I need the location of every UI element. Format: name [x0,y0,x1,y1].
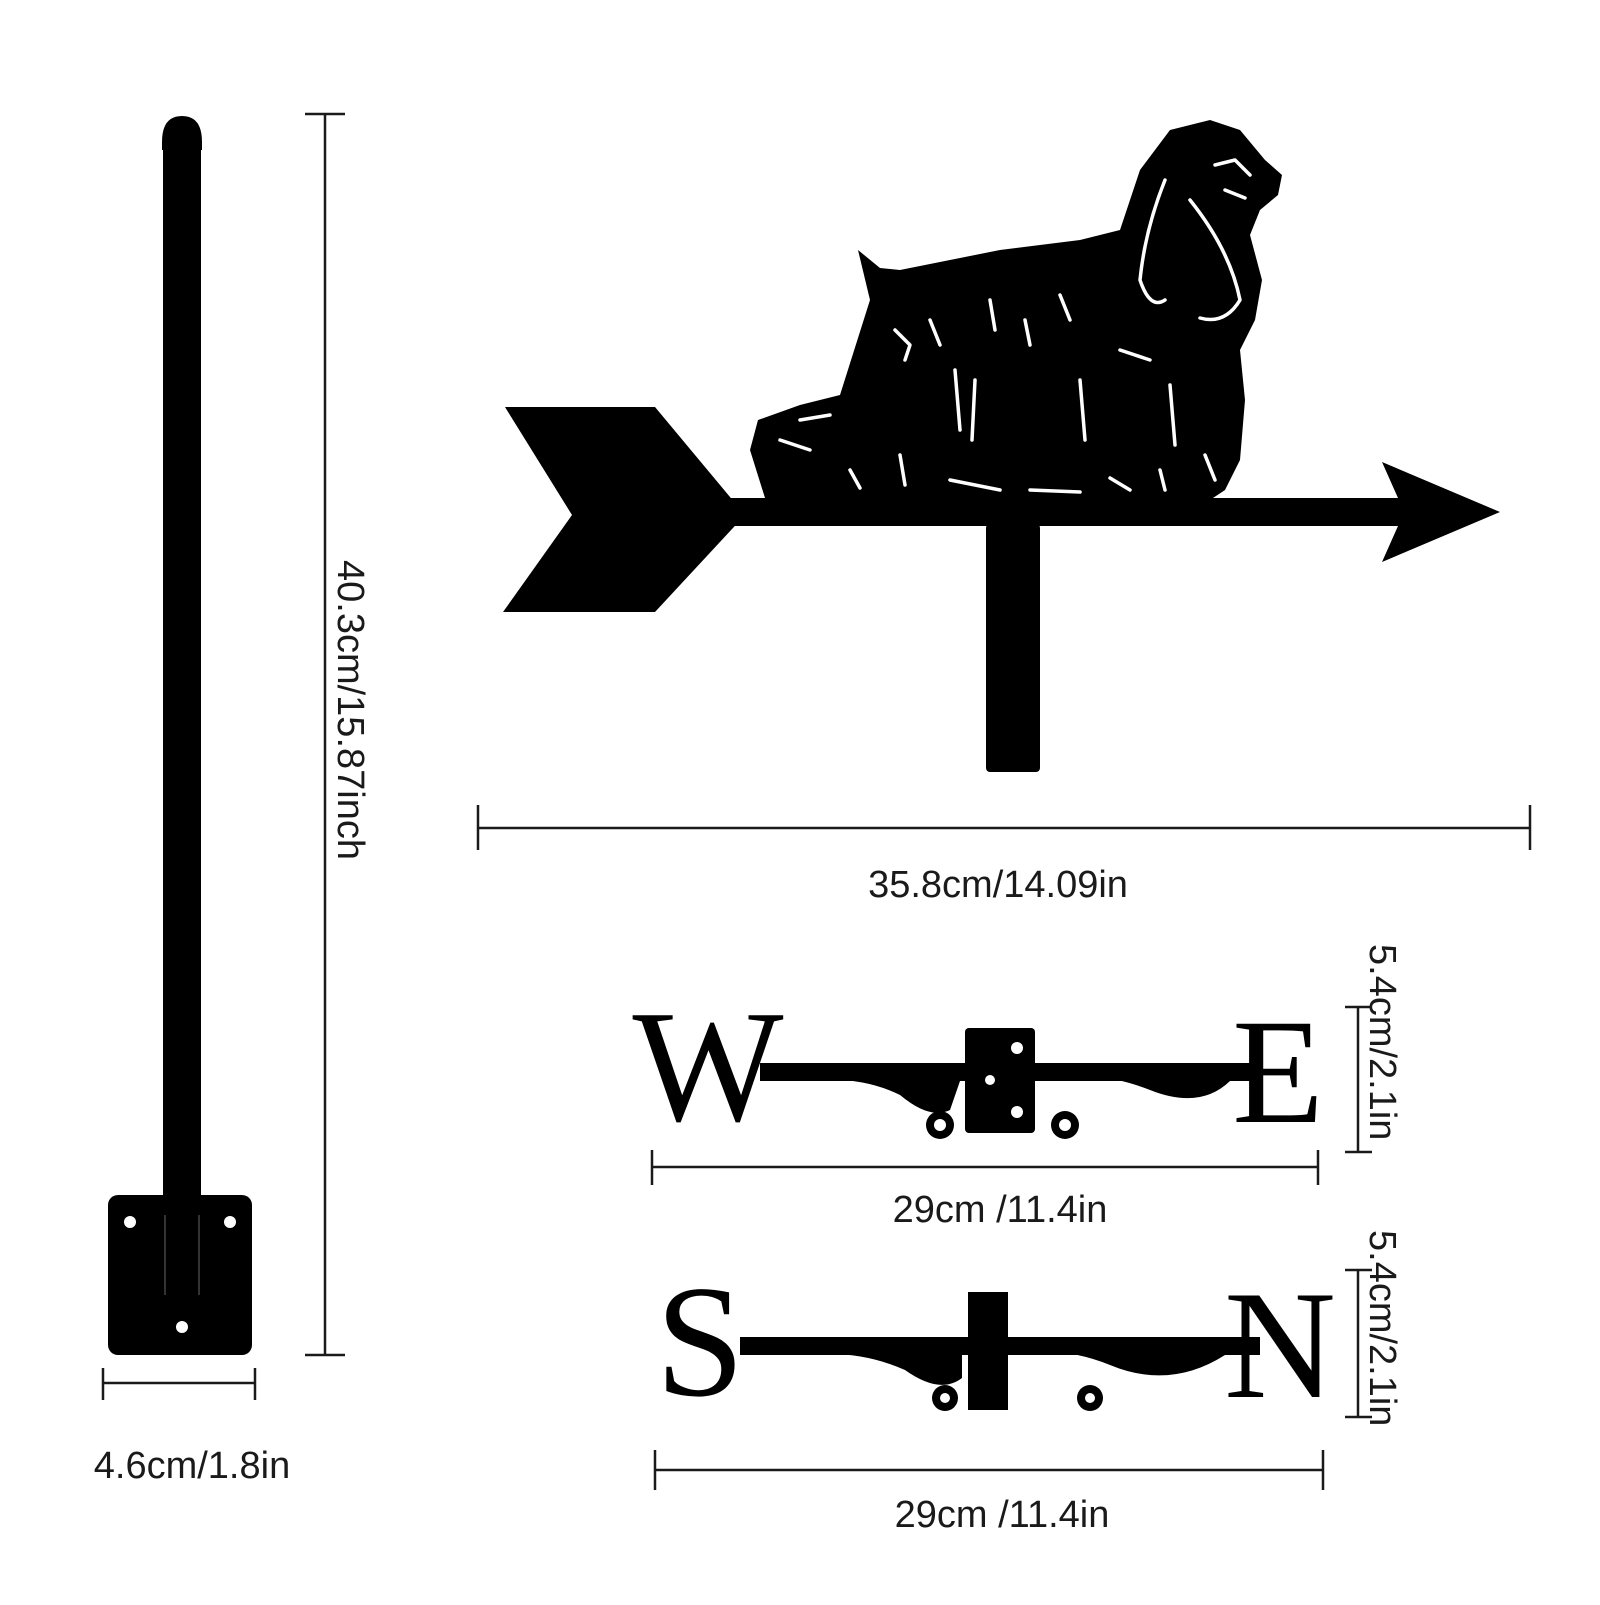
pole-height-label: 40.3cm/15.87inch [329,560,371,860]
sn-width-label: 29cm /11.4in [895,1494,1110,1536]
letter-south: S [656,1252,745,1430]
base-width-label: 4.6cm/1.8in [94,1445,290,1487]
arrow-head-icon [1382,462,1500,562]
arrow-width-dimension: 35.8cm/14.09in [476,805,1532,906]
we-height-label: 5.4cm/2.1in [1361,944,1403,1140]
arrow-fletching-icon [503,407,745,612]
pole-height-dimension: 40.3cm/15.87inch [305,112,371,1357]
pole-icon [108,116,252,1355]
we-width-label: 29cm /11.4in [893,1189,1108,1231]
weathervane-dog-arrow-icon [503,120,1500,772]
spaniel-dog-icon [750,120,1282,500]
letter-west: W [632,977,783,1155]
sn-height-dimension: 5.4cm/2.1in [1345,1230,1403,1426]
sn-direction-bar-icon: S N [656,1252,1336,1431]
we-height-dimension: 5.4cm/2.1in [1345,944,1403,1154]
sn-width-dimension: 29cm /11.4in [653,1450,1325,1536]
we-width-dimension: 29cm /11.4in [650,1150,1320,1231]
arrow-width-label: 35.8cm/14.09in [868,864,1128,906]
base-width-dimension: 4.6cm/1.8in [94,1368,290,1487]
we-direction-bar-icon: W E [632,977,1323,1155]
sn-height-label: 5.4cm/2.1in [1361,1230,1403,1426]
